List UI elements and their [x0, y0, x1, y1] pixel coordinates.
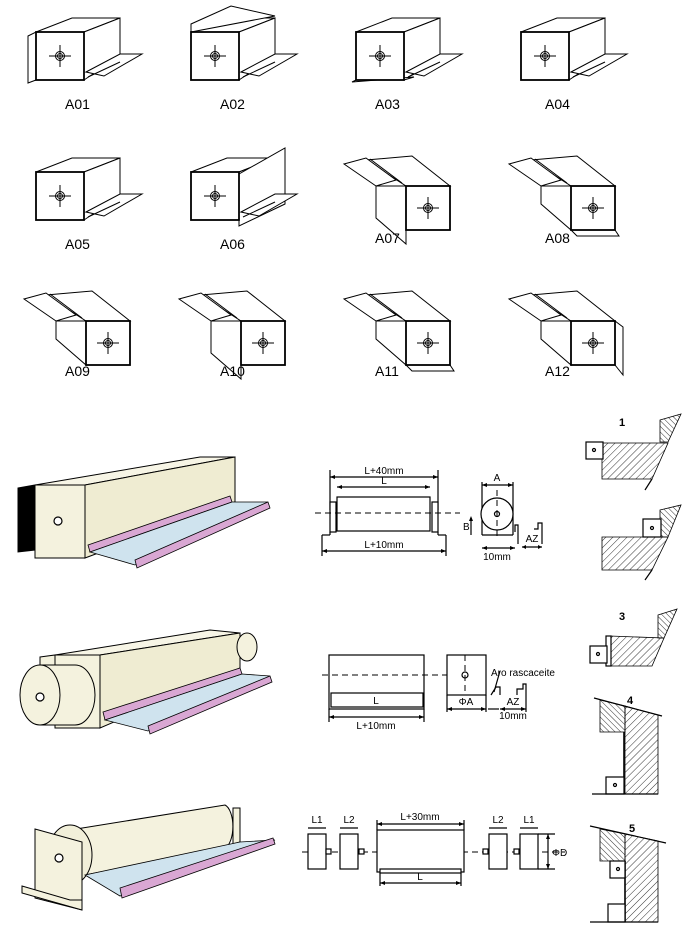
bearing-box [642, 518, 662, 538]
model-label: A12 [545, 363, 570, 379]
tray-front-lip [119, 837, 276, 899]
dim-label-a: A [494, 473, 501, 484]
model-a03 [351, 17, 464, 83]
model-label: A07 [375, 230, 400, 246]
dim-label-phi-a: ΦA [459, 697, 474, 708]
model-label: A10 [220, 363, 245, 379]
bearing-box [589, 645, 608, 664]
bearing-box [605, 776, 625, 795]
tray-section [330, 692, 424, 708]
end-cap-l2-right [488, 833, 508, 870]
end-cap-l1-left [307, 833, 327, 870]
box-drawing [507, 290, 624, 377]
sleeve-end-view [446, 654, 487, 696]
model-label: A06 [220, 236, 245, 252]
shaft-hole [53, 516, 63, 526]
dim-label-az: AZ [507, 697, 520, 708]
box-front-view [336, 496, 431, 532]
installation-4: 4 [592, 695, 663, 795]
box-drawing [27, 17, 144, 84]
installation-sections: 1 3 4 5 [585, 413, 682, 923]
dim-label-l30: L+30mm [400, 812, 439, 823]
tray-front-lip [134, 501, 271, 569]
model-a10 [177, 290, 287, 381]
tray-front-lip [147, 675, 273, 735]
installation-number: 4 [627, 695, 634, 707]
model-a11 [342, 290, 455, 372]
model-a09 [22, 290, 132, 367]
model-a05 [35, 157, 144, 221]
box-drawing [177, 290, 287, 381]
model-label: A08 [545, 230, 570, 246]
end-plate-right [232, 807, 241, 845]
illustration-roller [21, 804, 276, 911]
dim-label-l10: L+10mm [364, 540, 403, 551]
installation-number: 1 [619, 417, 625, 429]
installation-3: 3 [589, 608, 678, 667]
model-label: A09 [65, 363, 90, 379]
box-drawing [22, 290, 132, 367]
model-label: A02 [220, 96, 245, 112]
installation-number: 3 [619, 611, 625, 623]
dim-label-l1-right: L1 [523, 815, 535, 826]
installation-number: 5 [629, 823, 635, 835]
dim-label-10mm: 10mm [483, 552, 511, 563]
model-label: A03 [375, 96, 400, 112]
installation-2 [601, 504, 682, 581]
model-label: A11 [375, 363, 399, 379]
box-drawing [190, 5, 299, 81]
installation-5: 5 [589, 823, 667, 923]
box-drawing [190, 147, 299, 227]
dim-label-az: AZ [526, 534, 539, 545]
model-a12 [507, 290, 624, 377]
model-label: A01 [65, 96, 90, 112]
installation-1: 1 [585, 413, 682, 491]
dim-label-l: L [373, 696, 379, 707]
model-a07 [342, 155, 452, 246]
dim-label-l1-left: L1 [311, 815, 323, 826]
end-cap-l2-left [339, 833, 359, 870]
model-a06 [190, 147, 299, 227]
bearing-box [609, 860, 626, 879]
dim-label-b: B [463, 522, 470, 533]
angle-foot [21, 885, 83, 911]
dim-label-l40: L+40mm [364, 466, 403, 477]
mounting-flange [17, 484, 36, 553]
dim-label-l10: L+10mm [356, 721, 395, 732]
dim-label-l: L [417, 872, 423, 883]
dim-label-l: L [381, 476, 387, 487]
schematic-square-box: L+40mm L L+10mm A B 10mm AZ [315, 466, 543, 563]
box-drawing [507, 155, 620, 237]
model-a01 [27, 17, 144, 84]
roller-end-right [236, 632, 258, 662]
bearing-box [585, 441, 604, 460]
model-a08 [507, 155, 620, 237]
schematic-roller: L1 L2 L+30mm L L2 L1 ΦD [302, 812, 567, 886]
box-drawing [35, 157, 144, 221]
schematic-round-sleeve: L L+10mm ΦA Aro rascaceite AZ 10mm [322, 654, 555, 732]
illustration-square-box [17, 456, 271, 569]
box-drawing [351, 17, 464, 83]
shaft-hole [54, 853, 64, 863]
ring-label: Aro rascaceite [491, 668, 555, 679]
box-drawing [342, 290, 455, 372]
box-drawing [520, 17, 629, 81]
model-label: A05 [65, 236, 90, 252]
illustration-round-sleeve [19, 629, 273, 735]
model-label: A04 [545, 96, 570, 112]
dim-label-10mm: 10mm [499, 711, 527, 722]
end-cap-l1-right [519, 833, 539, 870]
shaft-hole [35, 692, 45, 702]
roller-body [376, 829, 465, 873]
dim-label-phi-d: ΦD [552, 848, 567, 859]
dim-label-l2-left: L2 [343, 815, 355, 826]
model-a02 [190, 5, 299, 81]
model-a04 [520, 17, 629, 81]
box-drawing [342, 155, 452, 246]
dim-label-l2-right: L2 [492, 815, 504, 826]
